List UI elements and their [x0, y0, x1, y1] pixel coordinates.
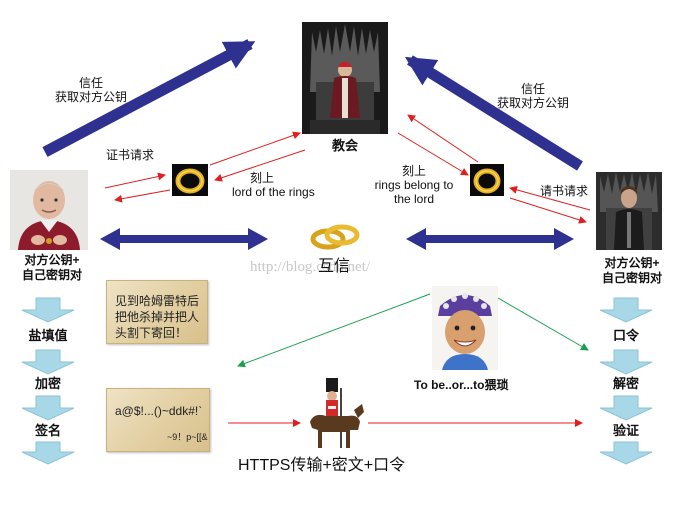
church-image	[302, 22, 388, 134]
trust-arrow-right	[404, 55, 583, 171]
cert-return-left-line	[114, 189, 171, 203]
sign-left-down-line	[214, 149, 306, 182]
left-step-arrow	[21, 297, 75, 323]
left-step-arrow	[21, 395, 75, 421]
sign-right-up-line	[407, 114, 479, 163]
engrave-text: 刻上	[250, 171, 275, 185]
plaintext-note: 见到哈姆雷特后 把他杀掉并把人 头割下寄回！	[106, 280, 208, 344]
left-person-image	[10, 170, 88, 250]
double-arrow-left	[100, 228, 268, 250]
wedding-rings	[308, 222, 362, 252]
ciphertext-note: a@$!...()~ddk#!` ~9！p~[[&	[106, 388, 210, 452]
trust-text: 信任	[78, 76, 103, 90]
sign-left-up-line	[209, 131, 301, 166]
right-step-arrow	[599, 349, 653, 375]
right-step-arrow	[599, 297, 653, 323]
engrave-text: 刻上	[401, 164, 426, 178]
note-line: a@$!...()~ddk#!`	[115, 404, 203, 418]
keys-line: 对方公钥+	[24, 253, 80, 267]
messenger-image	[304, 378, 366, 450]
cert-request-right-label: 请书请求	[540, 184, 589, 198]
gold-ring-icon	[470, 164, 504, 196]
trust-label-right: 信任 获取对方公钥	[488, 82, 578, 110]
cert-request-right-line	[509, 185, 591, 211]
mutual-trust-label: 互信	[318, 258, 351, 275]
trust-label-left: 信任 获取对方公钥	[46, 76, 136, 104]
hacker-caption: To be..or...to猥琐	[414, 378, 509, 392]
cert-return-right-line	[509, 197, 587, 224]
left-step-sign: 签名	[34, 423, 61, 438]
engrave-ring-text: rings belong to	[374, 178, 454, 192]
https-caption: HTTPS传输+密文+口令	[238, 457, 406, 474]
horse-rider-image	[310, 378, 364, 448]
trust-text: 信任	[520, 82, 545, 96]
right-step-arrow	[599, 395, 653, 421]
double-arrow-right	[406, 228, 574, 250]
right-keys-label: 对方公钥+ 自己密钥对	[592, 256, 672, 286]
engrave-right-label: 刻上 rings belong to the lord	[368, 164, 460, 206]
engrave-ring-text: the lord	[393, 192, 435, 206]
ring-left	[172, 164, 208, 196]
throne-figure-image	[302, 22, 388, 134]
note-line: 把他杀掉并把人	[115, 310, 200, 324]
cert-request-left-line	[104, 172, 166, 189]
sign-right-down-line	[397, 132, 469, 176]
left-step-salt: 盐填值	[28, 328, 68, 343]
intercept-right-line	[497, 297, 589, 351]
right-step-decrypt: 解密	[612, 376, 639, 391]
wedding-rings-icon	[310, 224, 360, 250]
note-line: ~9！p~[[&	[167, 432, 208, 442]
intercept-left-line	[237, 293, 431, 368]
get-key-text: 获取对方公钥	[496, 96, 569, 110]
right-person-image	[596, 172, 662, 250]
left-step-encrypt: 加密	[34, 376, 61, 391]
keys-line: 对方公钥+	[604, 256, 660, 270]
engrave-left-label: 刻上 lord of the rings	[232, 171, 315, 199]
hacker-image	[432, 286, 498, 370]
left-step-arrow	[21, 349, 75, 375]
church-label: 教会	[331, 138, 358, 153]
throne-king-image	[596, 172, 662, 250]
hacker-face-image	[432, 286, 498, 370]
ring-right	[470, 164, 504, 196]
right-step-arrow	[599, 441, 653, 465]
trust-arrow-left	[42, 39, 256, 157]
keys-line: 自己密钥对	[21, 268, 82, 282]
cert-request-left-label: 证书请求	[106, 148, 155, 162]
right-step-password: 口令	[612, 328, 639, 343]
keys-line: 自己密钥对	[601, 271, 662, 285]
right-step-verify: 验证	[612, 423, 639, 438]
get-key-text: 获取对方公钥	[54, 90, 127, 104]
note-line: 头割下寄回！	[115, 326, 188, 340]
gold-ring-icon	[172, 164, 208, 196]
left-keys-label: 对方公钥+ 自己密钥对	[12, 253, 92, 283]
note-line: 见到哈姆雷特后	[115, 294, 200, 308]
left-step-arrow	[21, 441, 75, 465]
old-man-image	[10, 170, 88, 250]
engrave-ring-text: lord of the rings	[232, 185, 315, 199]
